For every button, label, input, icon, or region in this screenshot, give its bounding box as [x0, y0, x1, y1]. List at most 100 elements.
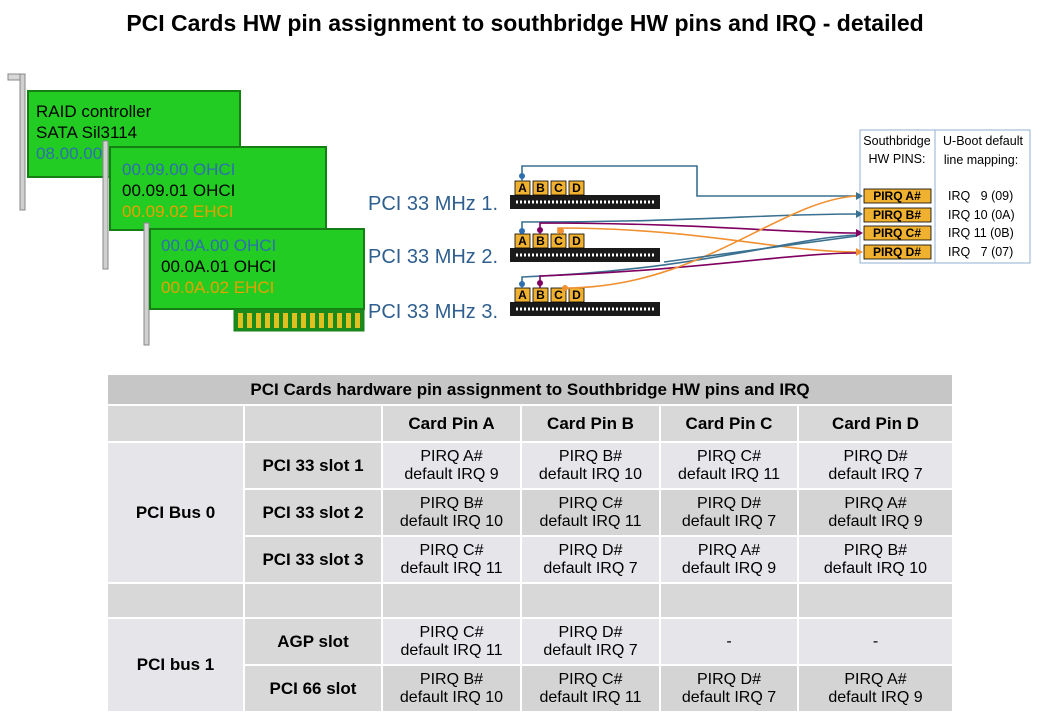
table-cell: PIRQ D#default IRQ 7: [522, 619, 659, 664]
pci-wiring-diagram: RAID controller SATA Sil3114 08.00.00 00…: [7, 73, 1031, 346]
slot2-pin-b: B: [536, 234, 545, 248]
cell-irq: default IRQ 10: [823, 559, 928, 577]
slot1-pin-d: D: [572, 181, 581, 195]
card-usb09-line-2: 00.09.01 OHCI: [122, 181, 235, 200]
pirq-a-label: PIRQ A#: [873, 189, 921, 203]
pirq-b-label: PIRQ B#: [873, 208, 921, 222]
southbridge-header-1: Southbridge: [863, 134, 930, 148]
cell-pirq: PIRQ B#: [558, 447, 623, 465]
uboot-header-2: line mapping:: [944, 153, 1018, 167]
card-edge-connector: [233, 308, 365, 332]
bus1-label: PCI bus 1: [108, 619, 243, 711]
table-row: PCI 33 slot 3 PIRQ C#default IRQ 11 PIRQ…: [108, 537, 952, 582]
table-cell: -: [799, 619, 952, 664]
cell-irq: default IRQ 11: [678, 465, 780, 483]
wire-slot2-a: [521, 213, 858, 234]
table-cell: PIRQ B#default IRQ 10: [383, 666, 520, 711]
cell-empty: -: [872, 632, 879, 650]
col-header-pin-b: Card Pin B: [522, 406, 659, 441]
slot-name: PCI 33 slot 1: [245, 443, 381, 488]
card-usb09-line-3: 00.09.02 EHCI: [122, 202, 234, 221]
card-usb0a-line-1: 00.0A.00 OHCI: [161, 236, 276, 255]
cell-irq: default IRQ 9: [404, 465, 499, 483]
cell-pirq: PIRQ C#: [419, 623, 484, 641]
wire-slot3-b: [539, 252, 858, 288]
slot3-pin-a: A: [518, 288, 527, 302]
slot3-pin-c: C: [554, 288, 563, 302]
cell-pirq: PIRQ C#: [558, 494, 623, 512]
pirq-d-label: PIRQ D#: [873, 245, 921, 259]
table-corner-2: [245, 406, 381, 441]
slot2-pins: A B C D: [514, 233, 585, 249]
wire-slot3-c: [564, 195, 858, 289]
cell-pirq: PIRQ D#: [696, 494, 761, 512]
table-cell: PIRQ D#default IRQ 7: [799, 443, 952, 488]
irq-map-d: IRQ 7 (07): [948, 245, 1013, 259]
table-row: PCI Bus 0 PCI 33 slot 1 PIRQ A#default I…: [108, 443, 952, 582]
table-cell: PIRQ A#default IRQ 9: [661, 537, 797, 582]
col-header-pin-d: Card Pin D: [799, 406, 952, 441]
pci-slot-2: [510, 248, 660, 262]
southbridge-header-2: HW PINS:: [869, 152, 926, 166]
cell-irq: default IRQ 11: [539, 688, 642, 706]
cell-pirq: PIRQ A#: [844, 670, 907, 688]
table-corner-1: [108, 406, 243, 441]
table-cell: PIRQ C#default IRQ 11: [383, 619, 520, 664]
card-usb0a-line-3: 00.0A.02 EHCI: [161, 278, 274, 297]
table-cell: PIRQ A#default IRQ 9: [799, 666, 952, 711]
wire-slot2-b: [539, 222, 858, 234]
wire-slot1-a: [521, 165, 857, 197]
cell-irq: default IRQ 7: [543, 559, 638, 577]
cell-irq: default IRQ 11: [539, 512, 642, 530]
slot-label-3: PCI 33 MHz 3.: [368, 301, 498, 323]
slot3-pins: A B C D: [514, 287, 585, 303]
slot-name: PCI 33 slot 2: [245, 490, 381, 535]
card-usb-09: 00.09.00 OHCI 00.09.01 OHCI 00.09.02 EHC…: [102, 140, 327, 270]
slot2-pin-a: A: [518, 234, 527, 248]
cell-irq: default IRQ 9: [828, 688, 923, 706]
cell-irq: default IRQ 7: [681, 512, 777, 530]
cell-pirq: PIRQ A#: [844, 494, 907, 512]
table-cell: PIRQ D#default IRQ 7: [661, 666, 797, 711]
irq-map-c: IRQ 11 (0B): [948, 226, 1014, 240]
cell-pirq: PIRQ D#: [558, 623, 623, 641]
table-cell: -: [661, 619, 797, 664]
col-header-pin-c: Card Pin C: [661, 406, 797, 441]
card-usb-0a: 00.0A.00 OHCI 00.0A.01 OHCI 00.0A.02 EHC…: [143, 222, 365, 346]
cell-irq: default IRQ 11: [400, 641, 503, 659]
southbridge-box: Southbridge HW PINS: U-Boot default line…: [859, 129, 1031, 264]
table-caption: PCI Cards hardware pin assignment to Sou…: [108, 375, 952, 404]
cell-pirq: PIRQ D#: [558, 541, 623, 559]
cell-irq: default IRQ 10: [538, 465, 643, 483]
table-cell: PIRQ B#default IRQ 10: [522, 443, 659, 488]
cell-pirq: PIRQ C#: [558, 670, 623, 688]
wire-arrowheads: [856, 192, 863, 256]
cell-irq: default IRQ 9: [681, 559, 777, 577]
cell-pirq: PIRQ A#: [420, 447, 483, 465]
wire-slot1-d: [663, 235, 858, 263]
slot-name: PCI 66 slot: [245, 666, 381, 711]
cell-pirq: PIRQ B#: [419, 670, 484, 688]
cell-pirq: PIRQ C#: [419, 541, 484, 559]
slot3-pin-d: D: [572, 288, 581, 302]
cell-irq: default IRQ 7: [681, 688, 777, 706]
table-row: PCI 33 slot 2 PIRQ B#default IRQ 10 PIRQ…: [108, 490, 952, 535]
slot-name: AGP slot: [245, 619, 381, 664]
table-cell: PIRQ C#default IRQ 11: [383, 537, 520, 582]
card-raid-line-1: RAID controller: [36, 102, 152, 121]
slot-label-2: PCI 33 MHz 2.: [368, 246, 498, 268]
card-usb0a-line-2: 00.0A.01 OHCI: [161, 257, 276, 276]
slot3-pin-b: B: [536, 288, 545, 302]
card-raid-line-3: 08.00.00: [36, 144, 102, 163]
card-raid-line-2: SATA Sil3114: [36, 123, 137, 142]
slot2-pin-c: C: [554, 234, 563, 248]
cell-pirq: PIRQ D#: [843, 447, 908, 465]
card-usb09-line-1: 00.09.00 OHCI: [122, 160, 235, 179]
slot1-pin-c: C: [554, 181, 563, 195]
pirq-c-label: PIRQ C#: [873, 226, 921, 240]
pci-slot-3: [510, 302, 660, 316]
irq-assignment-table: PCI Cards hardware pin assignment to Sou…: [106, 373, 954, 713]
cell-irq: default IRQ 10: [399, 512, 504, 530]
wires: [521, 165, 858, 289]
table-cell: PIRQ D#default IRQ 7: [661, 490, 797, 535]
